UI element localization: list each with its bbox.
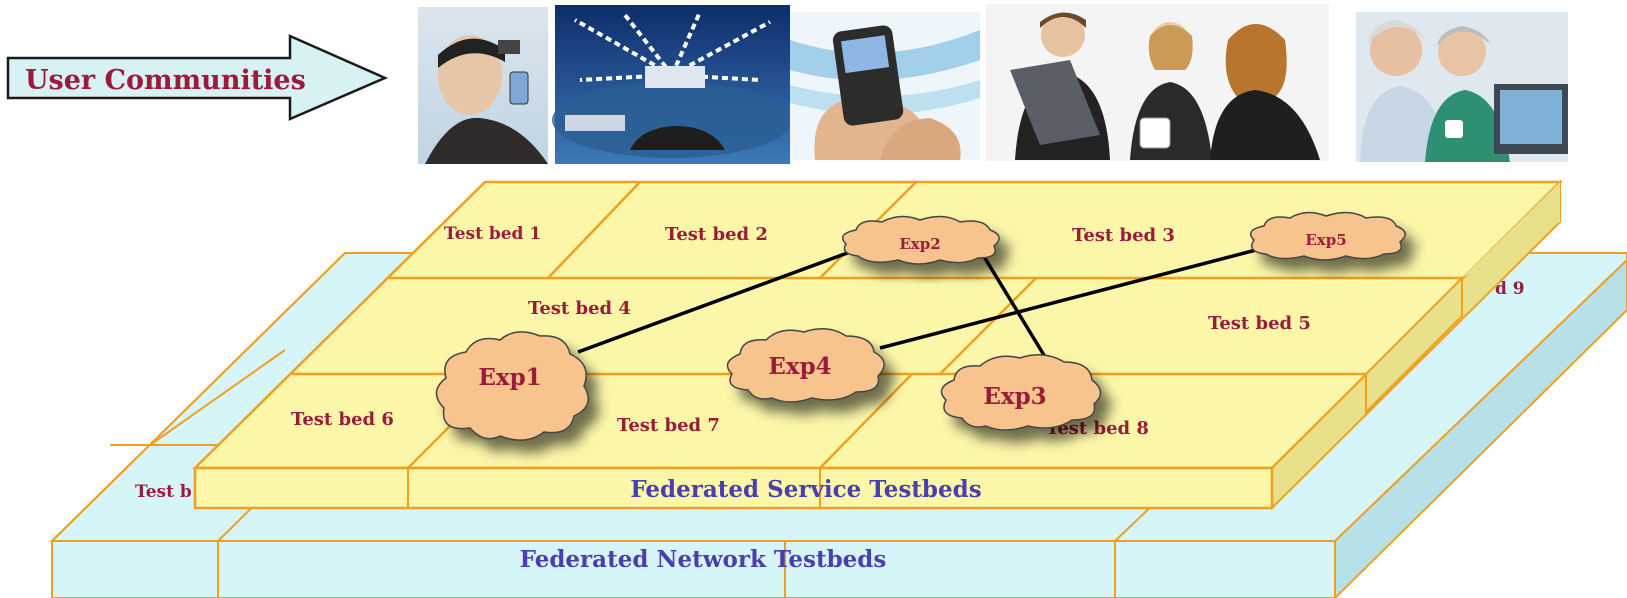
exp2-label: Exp2 — [899, 235, 940, 253]
experiment-links — [577, 248, 1257, 366]
photo-seniors-at-computer — [1356, 12, 1568, 162]
photo-business-team-laptop — [986, 4, 1329, 161]
photo-connected-city-network — [552, 5, 792, 164]
exp1-label: Exp1 — [478, 364, 541, 391]
exp5-cloud — [1249, 211, 1406, 261]
network-layer-title: Federated Network Testbeds — [520, 546, 887, 573]
link-exp4-exp5 — [879, 248, 1257, 350]
link-exp2-exp3 — [978, 249, 1052, 366]
exp3-label: Exp3 — [983, 383, 1046, 410]
testbed-left-partial-label: Test b — [135, 482, 192, 502]
testbed-1-label: Test bed 1 — [444, 224, 541, 244]
user-communities-label: User Communities — [25, 65, 306, 96]
testbed-7-label: Test bed 7 — [617, 415, 720, 436]
exp5-label: Exp5 — [1305, 231, 1346, 249]
testbed-6-label: Test bed 6 — [291, 409, 394, 430]
testbed-5-label: Test bed 5 — [1208, 313, 1311, 334]
testbed-9-partial-label: d 9 — [1495, 279, 1525, 299]
exp4-label: Exp4 — [768, 353, 831, 380]
link-exp1-exp2 — [577, 250, 851, 354]
testbed-3-label: Test bed 3 — [1072, 225, 1175, 246]
photo-wearable-device-user — [418, 7, 548, 164]
exp1-cloud — [435, 331, 589, 441]
exp3-cloud — [940, 354, 1102, 431]
testbed-2-label: Test bed 2 — [665, 224, 768, 245]
photo-smartphone-in-hands — [790, 12, 980, 160]
service-layer-title: Federated Service Testbeds — [630, 476, 981, 503]
exp4-cloud — [726, 328, 885, 403]
testbed-4-label: Test bed 4 — [528, 298, 631, 319]
exp2-cloud — [841, 215, 1000, 265]
testbed-8-label: Test bed 8 — [1046, 418, 1149, 439]
user-communities-arrow: User Communities — [6, 34, 389, 121]
